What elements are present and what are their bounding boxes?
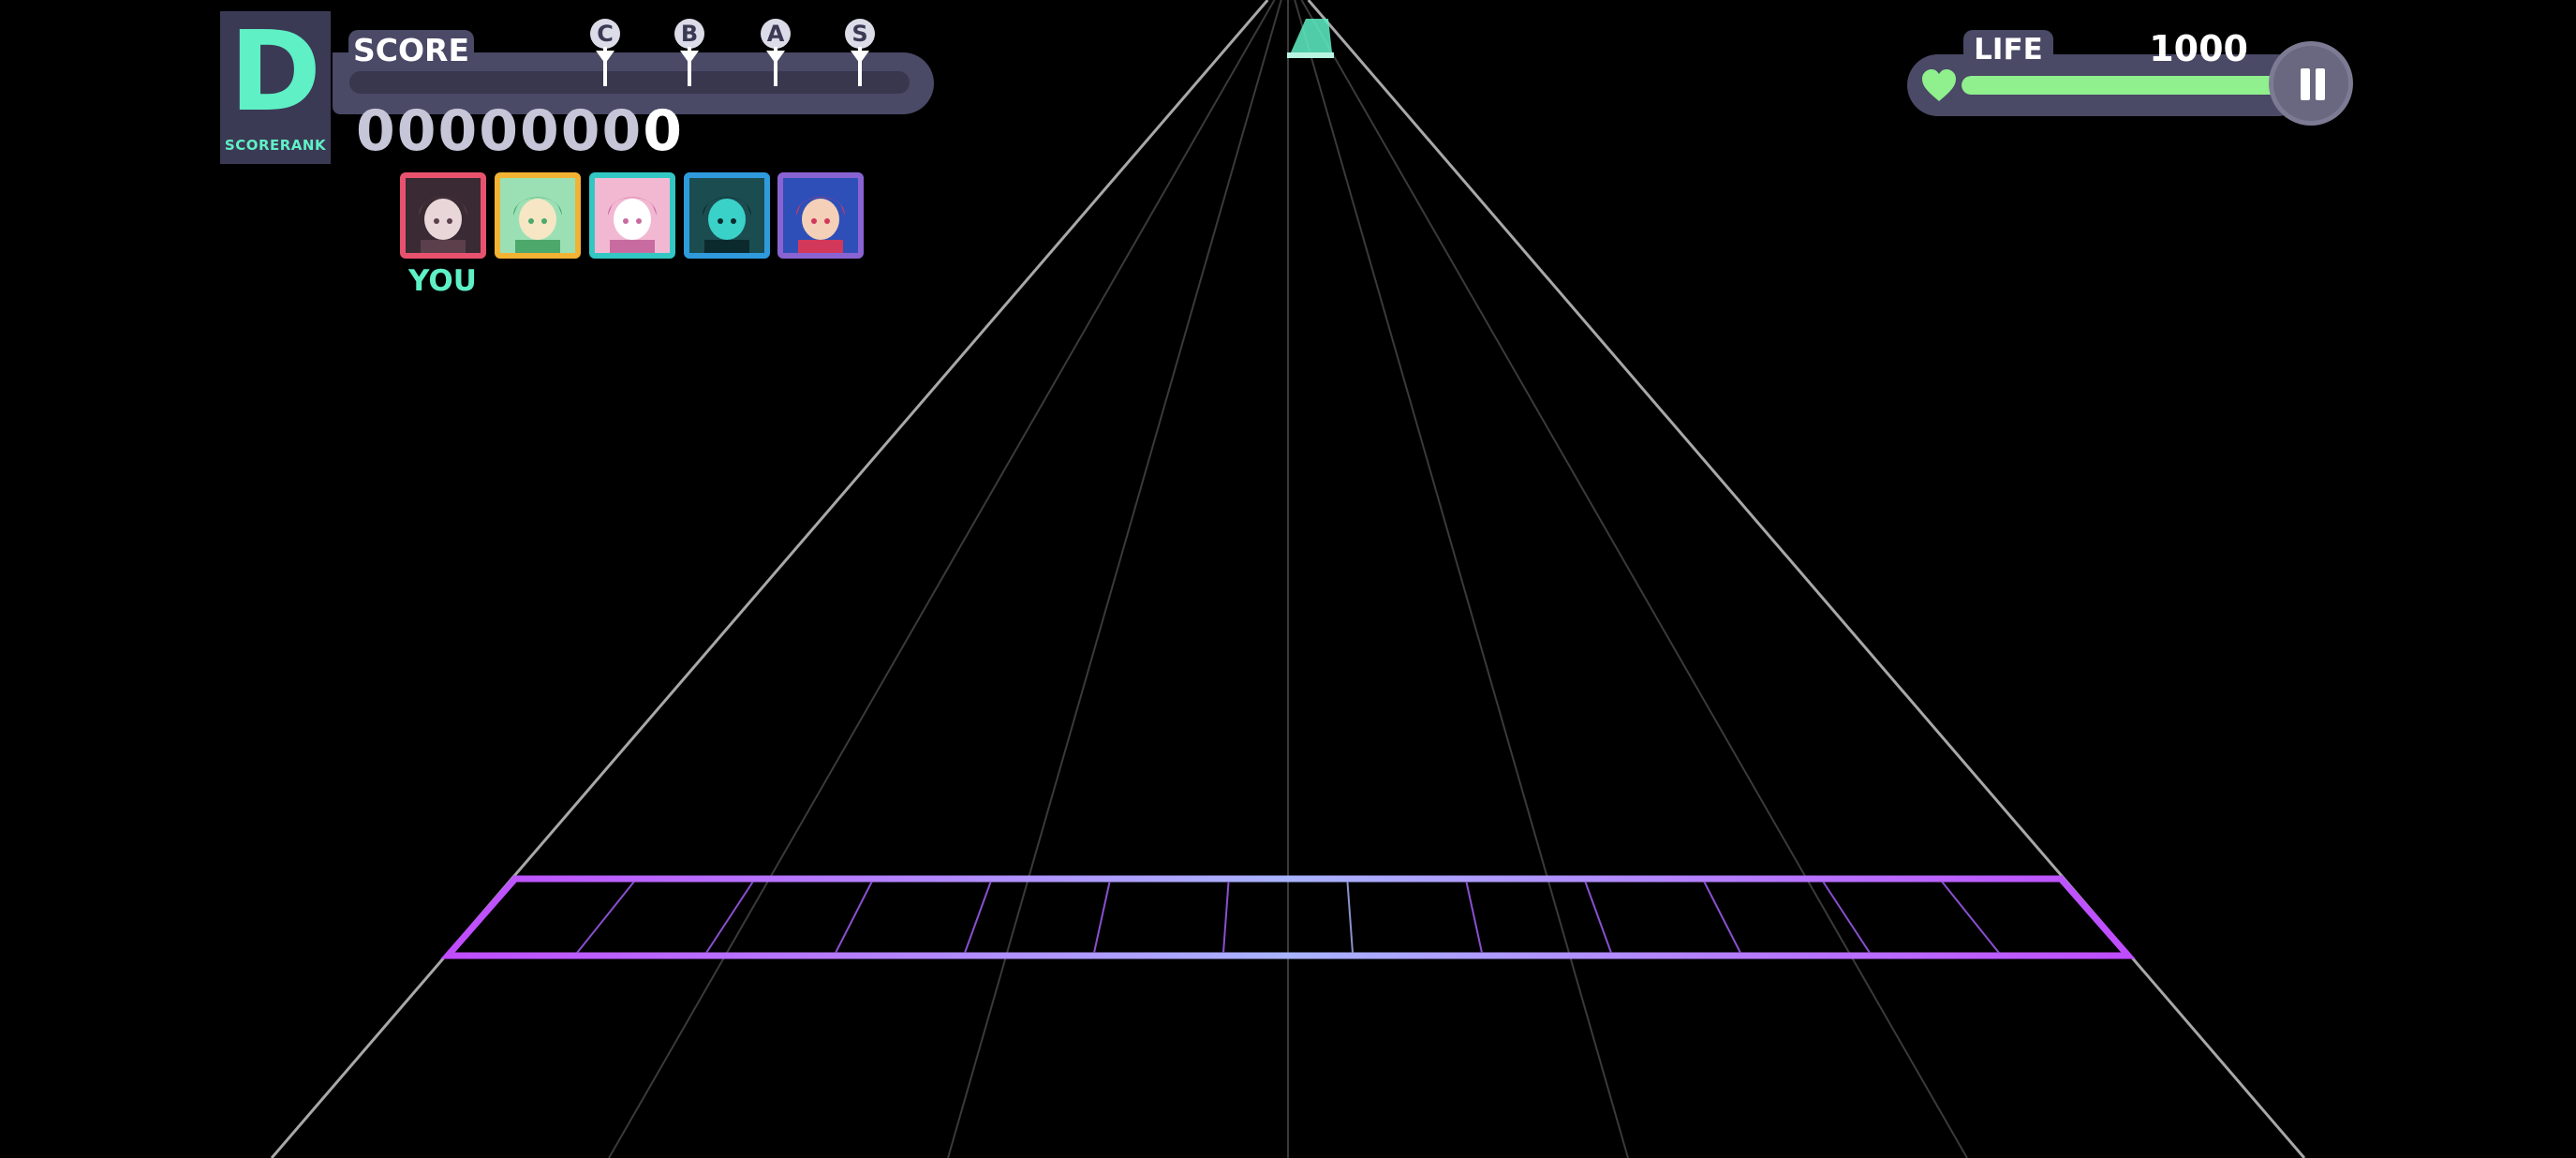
rank-marker-label: A [761,19,791,49]
rank-marker-stick [858,47,862,86]
lane-divider [947,0,1282,1158]
judgement-subdivider [1584,881,1612,954]
pause-icon[interactable] [2301,68,2310,100]
rank-marker-stick [774,47,777,86]
score-value: 00000000 [356,96,684,167]
life-gauge [1907,54,2308,116]
life-gauge-fill [1962,76,2280,95]
judgement-subdivider [1941,881,2000,954]
score-rank-caption: SCORERANK [224,137,327,154]
judgement-subdivider [964,881,992,954]
lane-divider [1300,0,1968,1158]
team-avatar [684,172,770,259]
judgement-subdivider [1703,881,1741,954]
judgement-subdivider [1346,881,1354,954]
rank-marker-arrow [680,51,699,64]
judgement-frame [440,875,2136,959]
score-rank-box: D SCORERANK [220,11,331,164]
judgement-subdivider [1222,881,1230,954]
life-gauge-track [1962,76,2280,95]
rank-marker-s: S [843,19,877,86]
character-portrait [783,178,858,253]
rank-marker-label: C [590,19,620,49]
rank-marker-stick [688,47,691,86]
rank-marker-label: B [674,19,704,49]
character-portrait [595,178,670,253]
judgement-line [440,875,2136,959]
lane-edge [270,0,1269,1158]
you-label: YOU [408,264,477,298]
team-avatar [400,172,486,259]
score-value-leading: 0000000 [356,98,644,164]
team-avatar [589,172,675,259]
rank-marker-arrow [766,51,785,64]
judgement-subdivider [1822,881,1871,954]
character-portrait [689,178,764,253]
team-avatar [777,172,864,259]
character-portrait [406,178,481,253]
judgement-subdivider [705,881,754,954]
character-portrait [500,178,575,253]
pause-icon-bar[interactable] [2316,68,2325,100]
rank-marker-stick [603,47,607,86]
rank-marker-arrow [596,51,614,64]
lane-divider [608,0,1276,1158]
score-value-last: 0 [643,98,684,164]
score-gauge-track [349,71,910,94]
life-value: 1000 [2149,28,2248,69]
judgement-subdivider [1465,881,1483,954]
rank-marker-a: A [759,19,792,86]
pause-button[interactable] [2269,41,2353,126]
score-tab: SCORE [348,30,474,69]
life-tab: LIFE [1963,30,2053,67]
lane-divider [1294,0,1629,1158]
judgement-subdivider [576,881,635,954]
rank-marker-arrow [851,51,869,64]
score-title: SCORE [353,32,469,68]
rank-marker-b: B [673,19,706,86]
judgement-subdivider [835,881,873,954]
life-title: LIFE [1974,33,2043,67]
heart-icon [1922,69,1956,101]
note [1291,19,1332,52]
team-avatar [495,172,581,259]
score-rank-letter: D [229,7,321,136]
judgement-subdivider [1093,881,1111,954]
rank-marker-c: C [588,19,622,86]
rank-marker-label: S [845,19,875,49]
lane-edge [1307,0,2306,1158]
note-base [1287,52,1334,58]
